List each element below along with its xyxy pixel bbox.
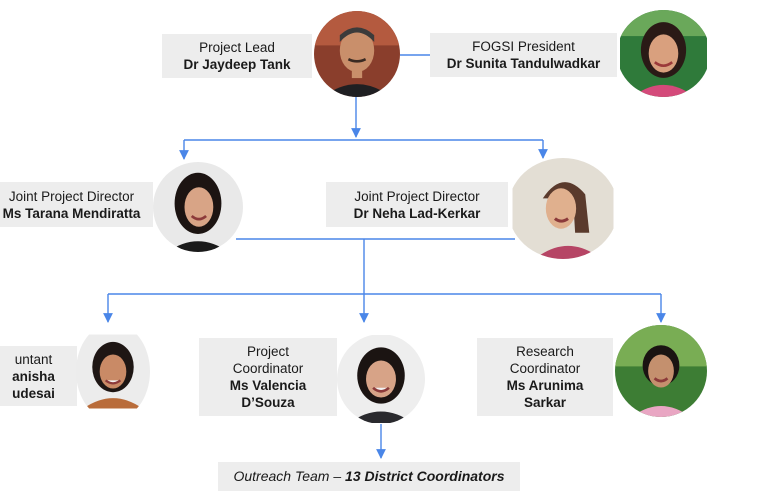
director1-role: Joint Project Director	[8, 188, 135, 204]
director2-photo	[508, 158, 618, 259]
coordinator-name1: Ms Valencia	[229, 378, 307, 393]
director2-role: Joint Project Director	[354, 188, 480, 204]
president-name: Dr Sunita Tandulwadkar	[446, 56, 601, 71]
coordinator-label: Project Coordinator Ms Valencia D’Souza	[199, 338, 337, 416]
lead-label: Project Lead Dr Jaydeep Tank	[162, 34, 312, 78]
lead-photo	[314, 11, 400, 97]
director1-photo	[153, 162, 243, 252]
lead-role: Project Lead	[199, 40, 275, 55]
president-label: FOGSI President Dr Sunita Tandulwadkar	[430, 33, 617, 77]
president-role: FOGSI President	[472, 39, 575, 54]
research-role2: Coordinator	[509, 361, 581, 376]
consultant-role: untant	[14, 351, 53, 367]
research-role1: Research	[516, 344, 574, 359]
consultant-name-line2: udesai	[12, 385, 55, 401]
research-name1: Ms Arunima	[506, 378, 584, 393]
research-name2: Sarkar	[523, 395, 567, 410]
director1-name: Ms Tarana Mendiratta	[2, 205, 141, 221]
consultant-photo	[76, 323, 150, 420]
outreach-team-prefix: Outreach Team –	[233, 468, 346, 484]
coordinator-name2: D’Souza	[241, 395, 295, 410]
lead-name: Dr Jaydeep Tank	[183, 57, 291, 72]
research-label: Research Coordinator Ms Arunima Sarkar	[477, 338, 613, 416]
coordinator-role1: Project	[246, 344, 290, 359]
consultant-label: untant anisha udesai	[0, 346, 77, 406]
research-photo	[615, 325, 707, 417]
outreach-team-label: Outreach Team – 13 District Coordinators	[218, 462, 520, 491]
consultant-name-line1: anisha	[12, 368, 55, 384]
director2-name: Dr Neha Lad-Kerkar	[353, 205, 481, 221]
coordinator-photo	[337, 334, 425, 424]
outreach-team-count: 13 District Coordinators	[345, 468, 505, 484]
director1-label: Joint Project Director Ms Tarana Mendira…	[0, 182, 153, 227]
president-photo	[617, 10, 710, 97]
coordinator-role2: Coordinator	[232, 361, 304, 376]
director2-label: Joint Project Director Dr Neha Lad-Kerka…	[326, 182, 508, 227]
